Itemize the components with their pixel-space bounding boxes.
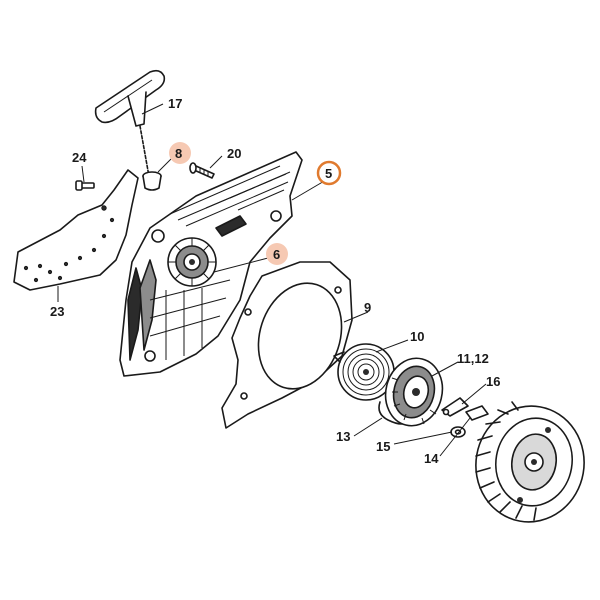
svg-text:11,12: 11,12 [457, 351, 489, 366]
svg-text:17: 17 [168, 96, 182, 111]
part-label-5[interactable]: 5 [316, 160, 342, 186]
part-label-6[interactable]: 6 [266, 243, 288, 265]
svg-text:24: 24 [72, 150, 87, 165]
highlight-marker-8 [169, 142, 191, 164]
selected-ring-5 [316, 160, 342, 186]
svg-text:23: 23 [50, 304, 64, 319]
svg-text:13: 13 [336, 429, 350, 444]
part-label-10[interactable]: 10 [410, 329, 424, 344]
part-14-pin[interactable] [465, 405, 489, 421]
svg-text:16: 16 [486, 374, 500, 389]
part-8-rope-guide[interactable] [142, 171, 162, 191]
part-23-plate[interactable] [13, 169, 139, 291]
svg-text:10: 10 [410, 329, 424, 344]
part-label-13[interactable]: 13 [336, 429, 350, 444]
part-label-11-12[interactable]: 11,12 [457, 351, 489, 366]
part-label-23[interactable]: 23 [50, 304, 64, 319]
svg-text:9: 9 [364, 300, 371, 315]
part-label-17[interactable]: 17 [168, 96, 182, 111]
part-label-16[interactable]: 16 [486, 374, 500, 389]
part-label-15[interactable]: 15 [376, 439, 390, 454]
part-11-12-rope-rotor[interactable] [379, 352, 450, 432]
flywheel [475, 401, 585, 523]
part-16-pawl[interactable] [441, 397, 469, 417]
part-6-deflector[interactable] [221, 261, 355, 429]
part-24-screw[interactable] [75, 180, 95, 191]
svg-text:8: 8 [175, 146, 182, 161]
part-label-24[interactable]: 24 [72, 150, 87, 165]
part-20-screw[interactable] [189, 162, 215, 179]
part-label-8[interactable]: 8 [169, 142, 191, 164]
highlight-marker-6 [266, 243, 288, 265]
part-10-rewind-spring[interactable] [333, 343, 395, 401]
part-15-washer[interactable] [450, 426, 466, 438]
svg-text:5: 5 [325, 166, 332, 181]
part-label-14[interactable]: 14 [424, 451, 439, 466]
svg-text:6: 6 [273, 247, 280, 262]
svg-text:14: 14 [424, 451, 439, 466]
part-17-starter-grip[interactable] [94, 69, 166, 183]
part-label-20[interactable]: 20 [227, 146, 241, 161]
svg-text:20: 20 [227, 146, 241, 161]
svg-text:15: 15 [376, 439, 390, 454]
part-5-fan-housing[interactable] [119, 151, 303, 377]
part-label-9[interactable]: 9 [364, 300, 371, 315]
